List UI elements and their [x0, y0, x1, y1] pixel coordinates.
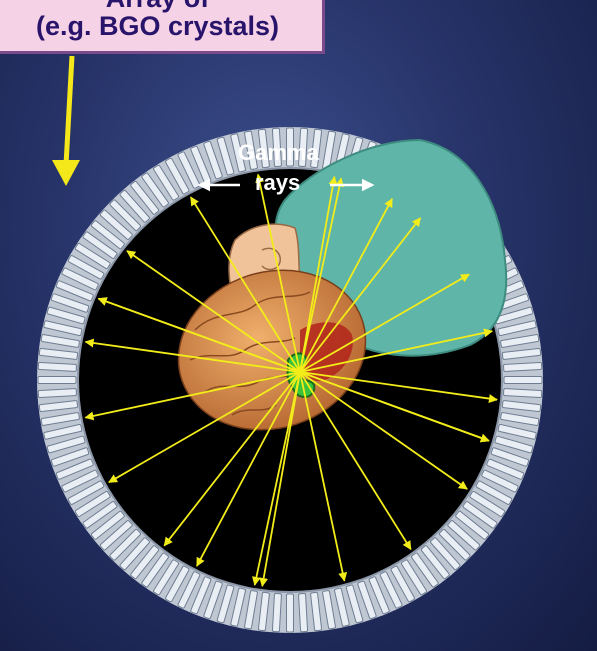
crystal-array-callout: Array of (e.g. BGO crystals) — [0, 0, 325, 54]
callout-arrowhead — [52, 160, 80, 186]
gamma-label: Gamma — [238, 140, 319, 166]
crystal — [287, 594, 294, 632]
crystal — [272, 593, 281, 631]
crystal — [504, 377, 542, 384]
rays-label: rays — [255, 170, 300, 196]
callout-line-2: (e.g. BGO crystals) — [0, 11, 322, 42]
crystal — [503, 389, 541, 398]
crystal — [38, 377, 76, 384]
crystal — [299, 593, 308, 631]
crystal — [503, 362, 541, 371]
callout-arrow — [66, 56, 72, 165]
crystal — [38, 389, 76, 398]
crystal — [38, 362, 76, 371]
